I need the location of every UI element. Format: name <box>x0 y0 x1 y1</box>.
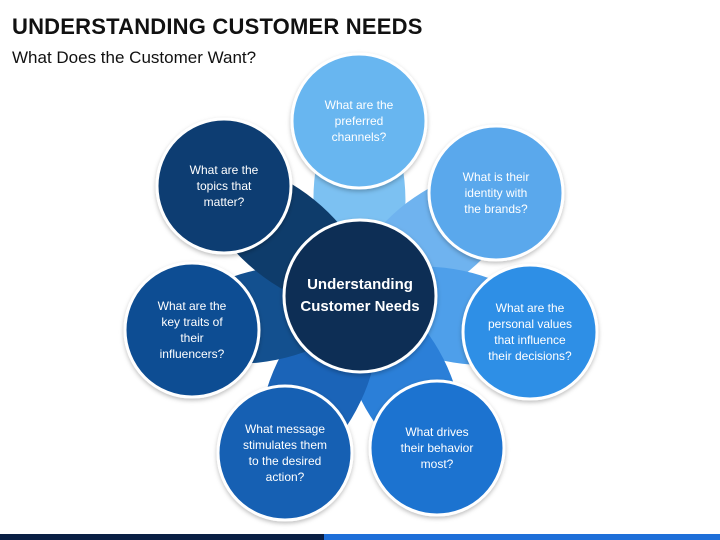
bubble-text-line: matter? <box>204 195 245 209</box>
bubble-message-stimulates: What message stimulates them to the desire… <box>216 384 354 522</box>
bubble-text-line: personal values <box>488 317 572 331</box>
bubble-text-line: that influence <box>494 333 566 347</box>
bubble-text-line: What message <box>245 422 325 436</box>
bubble-text-line: influencers? <box>160 347 225 361</box>
bubble-topics-matter: What are the topics that matter? <box>155 117 293 255</box>
bubble-text-line: Understanding <box>307 276 413 293</box>
bubble-identity-brands: What is their identity with the brands? <box>427 124 565 262</box>
bubble-preferred-channels: What are the preferred channels? <box>290 52 428 190</box>
bubble-text-line: What are the <box>158 299 227 313</box>
bubble-circle <box>290 52 428 190</box>
bubble-text-line: key traits of <box>161 315 223 329</box>
bubble-text-line: most? <box>421 457 454 471</box>
center-circle <box>282 218 438 374</box>
bubble-text-line: to the desired <box>249 454 322 468</box>
bubble-drives-behavior: What drives their behavior most? <box>368 379 506 517</box>
bubble-text-line: their behavior <box>401 441 474 455</box>
page-subtitle: What Does the Customer Want? <box>12 48 257 67</box>
bubble-text-line: channels? <box>332 130 387 144</box>
bubble-text-line: stimulates them <box>243 438 327 452</box>
bubble-text-line: their <box>180 331 203 345</box>
bubble-circle <box>216 384 354 522</box>
bubble-layer: What are the preferred channels? What is th… <box>123 52 599 522</box>
bubble-circle <box>461 263 599 401</box>
bubble-circle <box>368 379 506 517</box>
bubble-text-line: topics that <box>197 179 252 193</box>
bubble-personal-values: What are the personal values that influenc… <box>461 263 599 401</box>
bubble-text-line: What are the <box>496 301 565 315</box>
bubble-text-line: preferred <box>335 114 384 128</box>
bubble-influencer-traits: What are the key traits of their influencer… <box>123 261 261 399</box>
bubble-text-line: What is their <box>463 170 530 184</box>
bubble-text-line: action? <box>266 470 305 484</box>
page-title: UNDERSTANDING CUSTOMER NEEDS <box>12 14 423 39</box>
bubble-text-line: What drives <box>405 425 468 439</box>
bubble-text-line: their decisions? <box>488 349 572 363</box>
bubble-text-line: What are the <box>325 98 394 112</box>
bottom-accent-bar <box>0 534 720 540</box>
bubble-text-line: What are the <box>190 163 259 177</box>
bubble-circle <box>155 117 293 255</box>
bubble-text-line: the brands? <box>464 202 528 216</box>
bubble-circle <box>123 261 261 399</box>
bubble-text-line: identity with <box>465 186 528 200</box>
bubble-text-line: Customer Needs <box>300 298 419 315</box>
bubble-circle <box>427 124 565 262</box>
